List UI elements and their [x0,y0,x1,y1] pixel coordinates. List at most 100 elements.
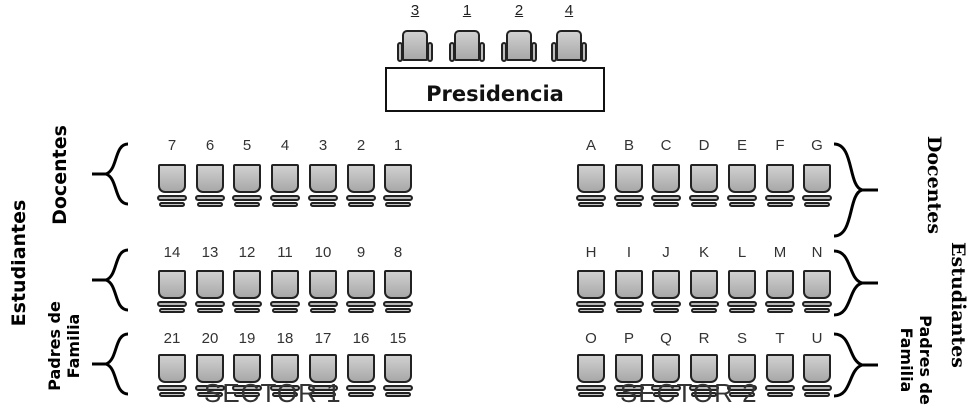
presidencia-table: Presidencia [385,67,605,112]
seat-number: 7 [167,137,177,154]
seat-number: 3 [318,137,328,154]
seat-number: A [585,137,596,154]
chair [651,164,681,209]
label-right-padres: Padres de Familia [897,315,935,405]
seat-number: 17 [314,330,332,347]
chair [383,164,413,209]
seat-number: H [585,244,597,261]
chair [270,164,300,209]
seat-number: 11 [277,244,293,261]
label-right-padres-line1: Padres de [916,315,935,405]
brace-left-padres [92,332,129,396]
seat-number: C [660,137,672,154]
seat-number: E [736,137,747,154]
chair [308,164,338,209]
seat-number: 1 [393,137,403,154]
brace-right-estudiantes [833,249,878,317]
chair [614,354,644,399]
seat-number: Q [660,330,672,347]
label-right-estudiantes: Estudiantes [947,242,969,368]
seat-number: R [698,330,710,347]
chair [576,354,606,399]
sector1-label: SECTOR 1 [204,378,342,408]
chair [765,270,795,315]
chair [689,270,719,315]
chair [383,270,413,315]
brace-right-docentes [833,142,878,238]
chair [576,270,606,315]
chair [651,270,681,315]
chair [308,354,338,399]
sector2-label: SECTOR 2 [620,378,758,408]
chair [346,164,376,209]
seat-number: 21 [163,330,181,347]
seat-number: 10 [314,244,332,261]
chair [765,354,795,399]
seat-number: 4 [280,137,290,154]
chair [232,164,262,209]
seat-number: 8 [393,244,403,261]
chair [689,354,719,399]
presidencia-chair [449,30,485,64]
chair [576,164,606,209]
chair [383,354,413,399]
seat-number: O [585,330,597,347]
seat-number: 19 [238,330,256,347]
seat-number: 5 [242,137,252,154]
presidencia-seat-number: 2 [514,2,524,19]
seat-number: B [623,137,634,154]
chair [614,164,644,209]
presidencia-label: Presidencia [426,82,564,106]
chair [195,354,225,399]
presidencia-seat-number: 4 [564,2,574,19]
presidencia-seat-number: 1 [462,2,472,19]
presidencia-chair [551,30,587,64]
chair [802,270,832,315]
seat-number: U [811,330,823,347]
label-left-estudiantes: Estudiantes [8,199,30,327]
label-right-padres-line2: Familia [897,327,916,393]
seat-number: P [623,330,634,347]
brace-left-estudiantes [92,248,129,312]
label-right-docentes: Docentes [923,135,945,235]
seat-number: 2 [356,137,366,154]
chair [802,354,832,399]
chair [765,164,795,209]
presidencia-chair [501,30,537,64]
chair [802,164,832,209]
presidencia-seat-number: 3 [410,2,420,19]
seat-number: 16 [352,330,370,347]
seat-number: 14 [163,244,181,261]
chair [270,270,300,315]
seat-number: L [737,244,747,261]
seat-number: F [775,137,785,154]
label-left-padres-line2: Familia [64,313,83,379]
chair [195,164,225,209]
chair [727,270,757,315]
chair [157,270,187,315]
chair [232,354,262,399]
chair [308,270,338,315]
brace-right-padres [833,332,878,398]
label-left-padres-line1: Padres de [45,301,64,391]
chair [689,164,719,209]
seat-number: 15 [389,330,407,347]
seat-number: I [626,244,632,261]
chair [651,354,681,399]
seat-number: 13 [201,244,219,261]
chair [727,354,757,399]
chair [727,164,757,209]
label-left-docentes: Docentes [49,125,71,225]
seat-number: K [698,244,709,261]
seat-number: S [736,330,747,347]
chair [346,354,376,399]
seat-number: J [662,244,670,261]
seat-number: T [775,330,785,347]
seat-number: 6 [205,137,215,154]
chair [346,270,376,315]
seat-number: M [773,244,787,261]
chair [195,270,225,315]
chair [157,354,187,399]
chair [614,270,644,315]
brace-left-docentes [92,142,129,206]
